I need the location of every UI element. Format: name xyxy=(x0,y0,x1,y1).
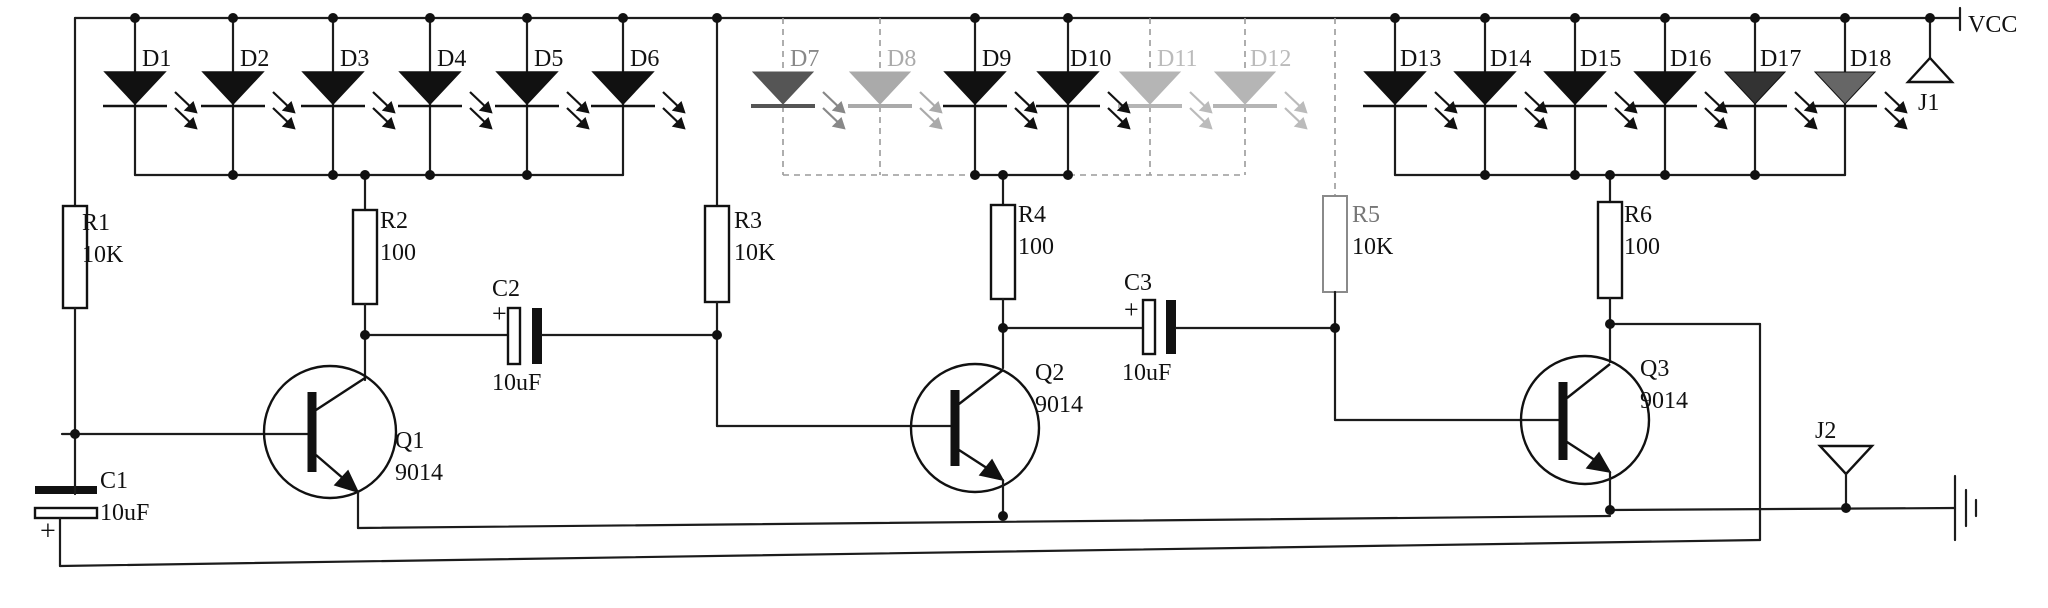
r4-value: 100 xyxy=(1018,234,1054,260)
c2-value: 10uF xyxy=(492,370,541,396)
transistor-q3 xyxy=(1519,354,1651,486)
connector-j1: J1 xyxy=(1905,16,1955,116)
led-d10 xyxy=(1036,71,1100,108)
emitter-ground-bus xyxy=(356,514,1612,530)
led-label: D11 xyxy=(1157,46,1197,72)
led-label: D6 xyxy=(630,46,659,72)
r5-name: R5 xyxy=(1352,202,1380,228)
led-d1 xyxy=(103,71,167,108)
led-label: D12 xyxy=(1250,46,1291,72)
r5-value: 10K xyxy=(1352,234,1394,260)
c1-value: 10uF xyxy=(100,500,149,526)
led-d3 xyxy=(301,71,365,108)
led-arrows xyxy=(174,91,1908,130)
led-d9 xyxy=(943,71,1007,108)
q1-part: 9014 xyxy=(395,460,443,486)
r3-name: R3 xyxy=(734,208,762,234)
r3-value: 10K xyxy=(734,240,776,266)
led-d8 xyxy=(848,71,912,108)
ground-icon xyxy=(1953,474,1978,542)
led-d11 xyxy=(1118,71,1182,108)
led-label: D7 xyxy=(790,46,819,72)
capacitor-c2: + C2 10uF xyxy=(492,276,719,396)
led-group-2 xyxy=(782,16,1246,177)
stage-2: R3 10K R4 100 Q2 9014 xyxy=(703,16,1145,518)
j2-label: J2 xyxy=(1815,418,1836,444)
led-label: D10 xyxy=(1070,46,1111,72)
capacitor-c3: + C3 10uF xyxy=(1122,270,1337,386)
r1-name: R1 xyxy=(82,210,110,236)
capacitor-c1-plate xyxy=(35,486,97,494)
r1-value: 10K xyxy=(82,242,124,268)
led-d15 xyxy=(1543,71,1607,108)
led-label: D16 xyxy=(1670,46,1711,72)
feedback-wire xyxy=(58,538,1762,568)
led-d2 xyxy=(201,71,265,108)
led-label: D2 xyxy=(240,46,269,72)
resistor-r6 xyxy=(1596,200,1624,300)
led-symbols xyxy=(103,71,1877,108)
c3-value: 10uF xyxy=(1122,360,1171,386)
connector-j2: J2 xyxy=(1815,418,1875,510)
led-d17 xyxy=(1723,71,1787,108)
led-label: D5 xyxy=(534,46,563,72)
capacitor-c1 xyxy=(33,506,99,520)
r2-name: R2 xyxy=(380,208,408,234)
c1-plus: + xyxy=(40,516,56,547)
led-d16 xyxy=(1633,71,1697,108)
led-d4 xyxy=(398,71,462,108)
led-d5 xyxy=(495,71,559,108)
led-d13 xyxy=(1363,71,1427,108)
led-d12 xyxy=(1213,71,1277,108)
led-d18 xyxy=(1813,71,1877,108)
q1-name: Q1 xyxy=(395,428,424,454)
c1-name: C1 xyxy=(100,468,128,494)
transistor-q2 xyxy=(909,362,1041,494)
led-label: D3 xyxy=(340,46,369,72)
led-labels: D1 D2 D3 D4 D5 D6 D7 D8 D9 D10 D11 D12 D… xyxy=(142,46,1891,72)
q3-part: 9014 xyxy=(1640,388,1688,414)
led-label: D9 xyxy=(982,46,1011,72)
led-label: D15 xyxy=(1580,46,1621,72)
r4-name: R4 xyxy=(1018,202,1046,228)
resistor-r4 xyxy=(989,203,1017,301)
led-label: D1 xyxy=(142,46,171,72)
resistor-r5 xyxy=(1322,195,1348,293)
led-d14 xyxy=(1453,71,1517,108)
led-label: D8 xyxy=(887,46,916,72)
led-d7 xyxy=(751,71,815,108)
led-label: D13 xyxy=(1400,46,1441,72)
led-label: D18 xyxy=(1850,46,1891,72)
q3-name: Q3 xyxy=(1640,356,1669,382)
stage-1: R1 10K + C1 10uF R2 100 Q1 9014 xyxy=(33,173,510,568)
c2-plus: + xyxy=(492,299,507,328)
led-d6 xyxy=(591,71,655,108)
q2-part: 9014 xyxy=(1035,392,1083,418)
r6-name: R6 xyxy=(1624,202,1652,228)
r2-value: 100 xyxy=(380,240,416,266)
vcc-label: VCC xyxy=(1968,12,2017,38)
transistor-q1 xyxy=(262,364,398,500)
c3-name: C3 xyxy=(1124,270,1152,296)
resistor-r3 xyxy=(703,204,731,304)
q2-name: Q2 xyxy=(1035,360,1064,386)
c3-plus: + xyxy=(1124,295,1139,324)
led-label: D14 xyxy=(1490,46,1531,72)
r6-value: 100 xyxy=(1624,234,1660,260)
led-label: D17 xyxy=(1760,46,1801,72)
c2-name: C2 xyxy=(492,276,520,302)
resistor-r2 xyxy=(351,208,379,306)
junction-dots xyxy=(70,13,1935,521)
led-label: D4 xyxy=(437,46,466,72)
j1-label: J1 xyxy=(1918,90,1939,116)
